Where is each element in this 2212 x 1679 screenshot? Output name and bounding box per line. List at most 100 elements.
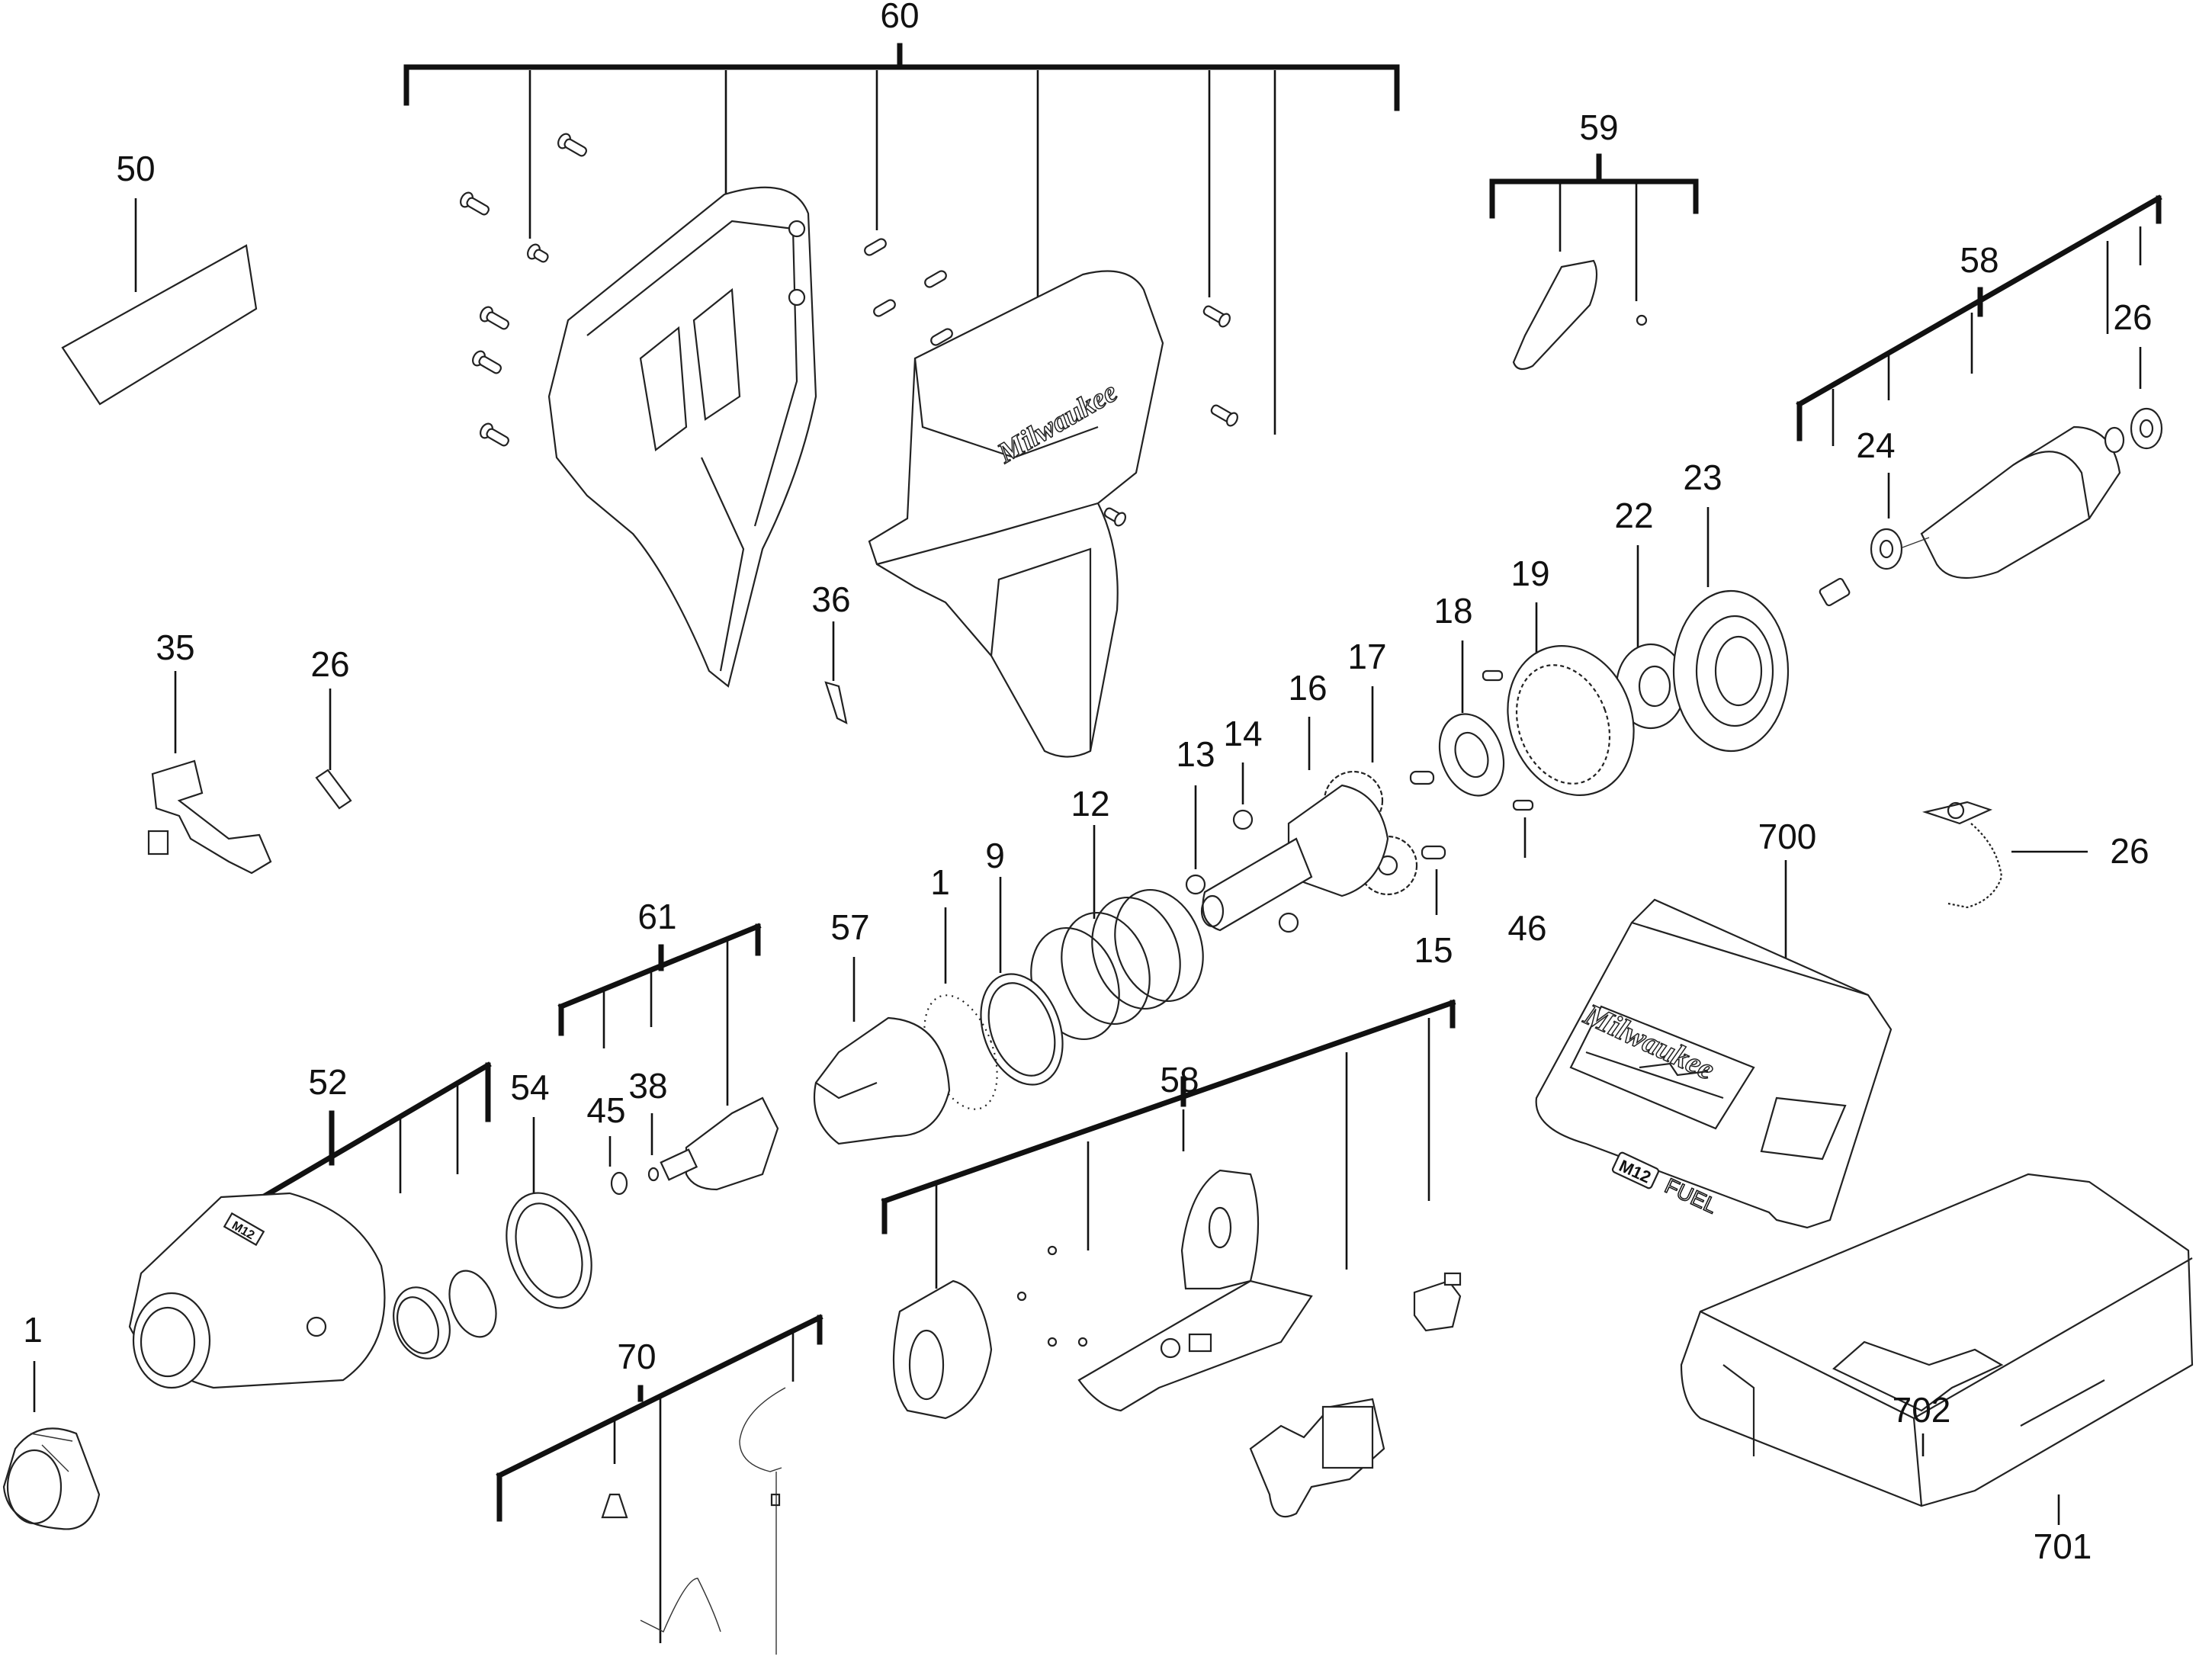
callout-24: 23 (1672, 457, 1790, 753)
steel-ball (1185, 874, 1206, 895)
callout-label-23: 22 (1614, 496, 1653, 535)
callout-9: 54 (506, 1067, 592, 1309)
callout-700: 700 Milwaukee M12 FUEL (1535, 817, 1893, 1229)
callout-46: 45 (586, 1090, 628, 1196)
ring-gear (1507, 645, 1635, 796)
callout-label-59: 59 (1579, 108, 1618, 147)
electronics-parts (892, 1169, 1462, 1518)
nameplate-label (61, 244, 258, 406)
callout-22: 19 (1482, 554, 1635, 811)
hammer (813, 1016, 951, 1145)
carrying-case (1535, 898, 1893, 1229)
callout-label-46: 45 (586, 1090, 625, 1130)
retaining-ring (610, 1171, 628, 1196)
callout-58: 58 (881, 999, 1456, 1289)
cable (640, 1578, 721, 1632)
callout-38: 36 (811, 579, 851, 724)
callout-label-1: 1 (23, 1310, 43, 1350)
callout-23: 22 (1614, 496, 1687, 730)
callout-702: 702 (1893, 1390, 1951, 1456)
snap-ring (448, 1270, 497, 1338)
callout-label-52: 46 (1507, 908, 1546, 948)
case (1680, 1173, 2194, 1507)
callout-label-19: 15 (1414, 930, 1453, 970)
bushing (393, 1286, 451, 1360)
o-ring (647, 1167, 660, 1182)
housing-pins (864, 238, 953, 346)
rotor-parts (1819, 407, 2163, 607)
callout-label-26a: 24 (1856, 425, 1895, 465)
callout-label-37: 35 (156, 628, 194, 667)
callout-45: 38 (628, 1066, 668, 1182)
callout-label-15: 12 (1071, 784, 1109, 823)
callout-61: 61 (557, 897, 779, 1191)
callout-label-16: 13 (1176, 734, 1215, 774)
callout-label-24: 23 (1683, 457, 1722, 497)
callout-label-26b: 26 (2113, 297, 2152, 337)
gear-housing-cover (1672, 589, 1790, 753)
callout-label-70: 70 (617, 1337, 656, 1376)
callout-label-14: 9 (985, 836, 1005, 875)
callout-21: 18 (1433, 591, 1505, 797)
battery-terminal (1413, 1279, 1462, 1332)
callout-59: 59 (1489, 108, 1699, 371)
callout-35: 26 (1921, 801, 2149, 909)
stator (892, 1279, 993, 1420)
callout-label-702: 702 (1893, 1390, 1951, 1430)
belt-clip (1512, 259, 1598, 371)
sensor-plate (1180, 1169, 1260, 1290)
callout-label-700: 700 (1758, 817, 1817, 856)
callout-label-701: 701 (2034, 1527, 2092, 1566)
callout-label-50: 50 (116, 149, 155, 188)
clip (824, 681, 848, 724)
callout-label-57: 58 (1960, 240, 1999, 280)
wire-guide (739, 1387, 786, 1472)
callout-label-17: 14 (1223, 714, 1262, 753)
callout-13: 1 (923, 862, 998, 1110)
callout-14: 9 (980, 836, 1064, 1086)
anvil (685, 1096, 779, 1191)
callout-50: 50 (61, 149, 258, 406)
callout-17: 14 (1223, 714, 1299, 933)
callout-label-13: 1 (930, 862, 950, 902)
flex-cable (1947, 823, 2003, 909)
callout-label-36: 26 (310, 644, 349, 684)
slide-switch (151, 759, 272, 875)
callout-label-12: 57 (830, 907, 869, 947)
callout-52: 46 (1507, 817, 1547, 948)
ring (506, 1192, 592, 1309)
callout-1: 1 (2, 1310, 101, 1530)
steel-ball (1232, 809, 1254, 830)
callout-label-54: 52 (308, 1062, 347, 1102)
callout-36: 26 (310, 644, 352, 810)
case-insert (1832, 1340, 2004, 1412)
housing-screws (460, 133, 1238, 527)
callout-label-21: 18 (1433, 591, 1472, 631)
rotor (1920, 451, 2091, 579)
callout-54: 52 M12 (128, 1061, 497, 1389)
spindle-carrier (1287, 784, 1389, 897)
callout-19: 15 (1414, 869, 1453, 970)
callout-label-45: 38 (628, 1066, 667, 1106)
callout-12: 57 (813, 907, 951, 1145)
callout-label-9: 54 (510, 1067, 549, 1107)
callout-label-22: 19 (1511, 554, 1549, 593)
callout-label-35: 26 (2110, 831, 2149, 871)
callout-57: 58 24 26 (1796, 194, 2162, 518)
callout-37: 35 (147, 628, 272, 875)
callout-label-18: 16 (1288, 668, 1327, 708)
callout-16: 13 (1176, 734, 1215, 895)
callout-18: 16 (1200, 668, 1389, 932)
wire-nut (601, 1493, 628, 1519)
callout-701: 701 (1680, 1173, 2194, 1566)
callout-60: 60 (403, 0, 1400, 435)
left-housing-half (547, 186, 817, 688)
callout-label-60: 60 (880, 0, 919, 35)
washer (1438, 713, 1505, 797)
callout-70: 70 (496, 1314, 823, 1655)
small-label (315, 769, 352, 810)
right-housing-half: Milwaukee (868, 270, 1164, 758)
callout-label-38: 36 (811, 579, 850, 619)
switch-board (1921, 801, 1993, 825)
